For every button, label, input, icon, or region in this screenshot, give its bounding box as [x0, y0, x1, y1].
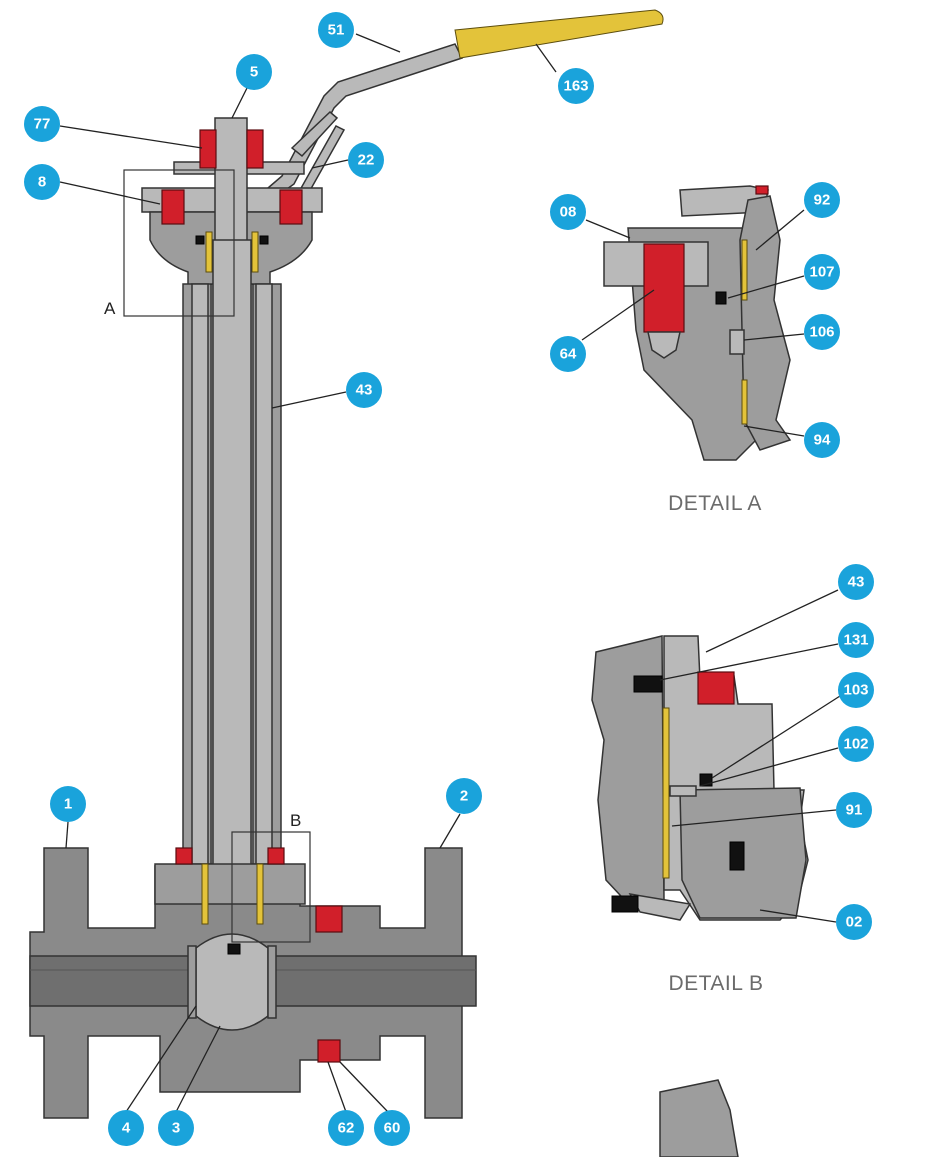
callout-02: 02 [836, 904, 872, 940]
callout-b43: 43 [838, 564, 874, 600]
svg-text:5: 5 [250, 64, 258, 81]
detail-b: DETAIL B [591, 589, 841, 995]
callout-103: 103 [838, 672, 874, 708]
handle-lever [266, 9, 664, 195]
detail-a-leaders [581, 209, 805, 437]
detail-b-leaders [659, 589, 841, 923]
callout-1: 1 [50, 786, 86, 822]
detail-a-frame [123, 169, 235, 317]
main-callouts: 51 163 5 77 22 8 43 1 [24, 12, 594, 1146]
svg-text:106: 106 [809, 324, 834, 341]
callout-43: 43 [346, 372, 382, 408]
svg-text:62: 62 [338, 1120, 355, 1137]
callout-51: 51 [318, 12, 354, 48]
callout-5: 5 [236, 54, 272, 90]
svg-text:102: 102 [843, 736, 868, 753]
detail-b-title: DETAIL B [668, 972, 763, 995]
svg-text:08: 08 [560, 204, 577, 221]
svg-text:163: 163 [563, 78, 588, 95]
svg-text:1: 1 [64, 796, 72, 813]
callout-106: 106 [804, 314, 840, 350]
svg-text:43: 43 [848, 574, 865, 591]
callout-62: 62 [328, 1110, 364, 1146]
callout-94: 94 [804, 422, 840, 458]
svg-text:02: 02 [846, 914, 863, 931]
callout-163: 163 [558, 68, 594, 104]
callout-131: 131 [838, 622, 874, 658]
detail-a: DETAIL A [581, 185, 805, 515]
svg-text:51: 51 [328, 22, 345, 39]
svg-text:22: 22 [358, 152, 375, 169]
callout-22: 22 [348, 142, 384, 178]
detail-b-frame-label: B [290, 811, 301, 830]
detail-b-callouts: 43 131 103 102 91 02 [836, 564, 874, 940]
svg-text:91: 91 [846, 802, 863, 819]
callout-3: 3 [158, 1110, 194, 1146]
detail-b-frame [231, 831, 311, 943]
callout-77: 77 [24, 106, 60, 142]
callout-91: 91 [836, 792, 872, 828]
valve-body [29, 847, 477, 1119]
detail-a-frame-label: A [104, 299, 116, 318]
callout-2: 2 [446, 778, 482, 814]
partial-view-fragment [659, 1079, 739, 1157]
callout-64: 64 [550, 336, 586, 372]
svg-text:2: 2 [460, 788, 468, 805]
svg-text:131: 131 [843, 632, 868, 649]
svg-text:4: 4 [122, 1120, 131, 1137]
callout-8: 8 [24, 164, 60, 200]
callout-107: 107 [804, 254, 840, 290]
svg-text:107: 107 [809, 264, 834, 281]
callout-08: 08 [550, 194, 586, 230]
svg-text:8: 8 [38, 174, 46, 191]
extension-bonnet [182, 239, 282, 961]
main-leaders [59, 33, 557, 1113]
svg-text:64: 64 [560, 346, 577, 363]
svg-text:94: 94 [814, 432, 831, 449]
detail-a-title: DETAIL A [668, 492, 762, 515]
callout-4: 4 [108, 1110, 144, 1146]
svg-text:3: 3 [172, 1120, 180, 1137]
svg-text:92: 92 [814, 192, 831, 209]
svg-text:43: 43 [356, 382, 373, 399]
main-valve-assembly: A B [29, 9, 664, 1119]
callout-92: 92 [804, 182, 840, 218]
detail-a-callouts: 08 92 107 106 64 94 [550, 182, 840, 458]
svg-text:103: 103 [843, 682, 868, 699]
callout-60: 60 [374, 1110, 410, 1146]
svg-text:77: 77 [34, 116, 51, 133]
svg-text:60: 60 [384, 1120, 401, 1137]
callout-102: 102 [838, 726, 874, 762]
